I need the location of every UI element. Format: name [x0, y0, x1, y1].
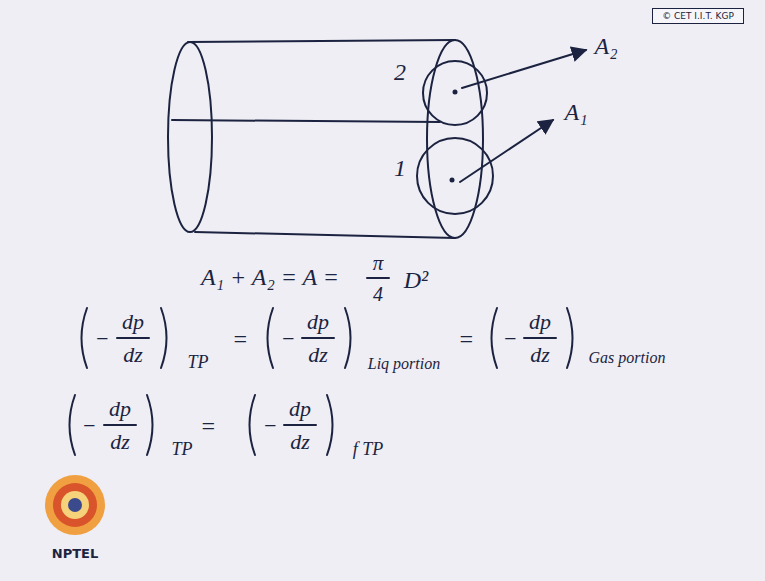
parenthesis	[567, 308, 573, 368]
leader-arrow	[462, 50, 586, 88]
copyright-text: © CET I.I.T. KGP	[657, 11, 739, 21]
equation-text: −	[82, 415, 97, 437]
leader-arrow	[460, 120, 553, 182]
equation-text: =	[458, 327, 474, 351]
parenthesis	[327, 395, 333, 455]
area-circle	[417, 138, 493, 214]
equation-text: −	[503, 328, 518, 350]
equation-text: =	[232, 327, 248, 351]
phase-divider	[172, 120, 440, 122]
equation-text: D²	[404, 268, 429, 292]
equation-text: A₁ + A₂ = A =	[201, 265, 339, 289]
logo-text: NPTEL	[52, 547, 98, 560]
equation-text: A₂	[594, 34, 617, 58]
equation-text: π	[373, 253, 384, 274]
equation-text: dz	[123, 344, 143, 366]
fraction-bar	[524, 337, 556, 339]
equation-text: =	[200, 414, 216, 438]
fraction-bar	[302, 337, 334, 339]
parenthesis	[147, 395, 153, 455]
centre-dot	[450, 178, 455, 183]
copyright-box: © CET I.I.T. KGP	[652, 8, 744, 24]
fraction-bar	[117, 337, 149, 339]
parenthesis	[345, 308, 351, 368]
equation-text: dp	[122, 311, 144, 333]
equation-text: TP	[187, 353, 208, 371]
fraction-bar	[104, 424, 136, 426]
parenthesis	[161, 308, 167, 368]
area-circle	[423, 61, 487, 125]
equation-text: Liq portion	[368, 356, 440, 372]
equation-text: dz	[290, 431, 310, 453]
equation-text: −	[263, 415, 278, 437]
equation-text: dz	[110, 431, 130, 453]
equation-text: dp	[529, 311, 551, 333]
equation-text: A₁	[564, 100, 587, 124]
equation-text: −	[95, 328, 110, 350]
parenthesis	[268, 308, 274, 368]
equation-text: 2	[394, 60, 406, 84]
equation-text: 4	[373, 284, 383, 304]
pipe-top-line	[188, 40, 455, 42]
fraction-bar	[367, 277, 389, 279]
equation-text: Gas portion	[589, 350, 666, 366]
fraction-bar	[284, 424, 316, 426]
nptel-logo	[45, 475, 105, 535]
equation-text: dz	[530, 344, 550, 366]
parenthesis	[70, 395, 76, 455]
equation-text: 1	[394, 156, 406, 180]
equation-text: dz	[308, 344, 328, 366]
parenthesis	[492, 308, 498, 368]
equation-text: f TP	[353, 440, 384, 458]
equation-text: dp	[109, 398, 131, 420]
equation-text: dp	[307, 311, 329, 333]
centre-dot	[453, 90, 458, 95]
pipe-bottom-line	[195, 232, 455, 238]
equation-text: dp	[289, 398, 311, 420]
parenthesis	[250, 395, 256, 455]
pipe-left-end	[168, 42, 212, 232]
parenthesis	[82, 308, 88, 368]
equation-text: TP	[171, 440, 192, 458]
equation-text: −	[281, 328, 296, 350]
